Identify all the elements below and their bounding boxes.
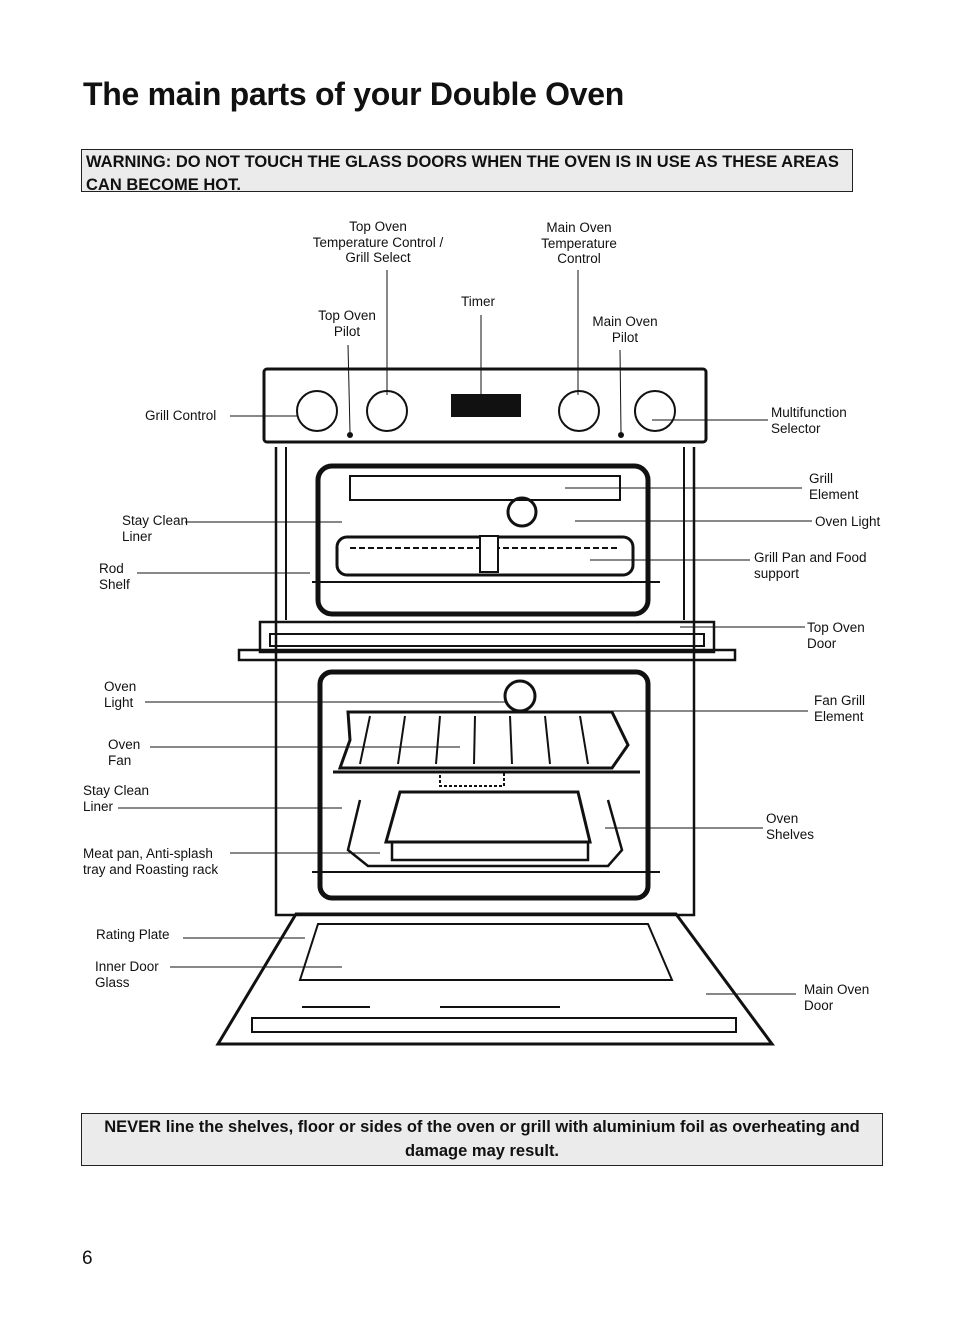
label-grill-control: Grill Control	[145, 408, 217, 423]
note-lead: NEVER	[104, 1118, 162, 1136]
meat-pan	[384, 790, 592, 844]
label-grill-element: Grill Element	[809, 471, 859, 502]
label-top-oven-door: Top Oven Door	[807, 620, 865, 651]
page-title: The main parts of your Double Oven	[83, 76, 624, 112]
label-top-oven-temp-control: Top Oven Temperature Control / Grill Sel…	[312, 219, 444, 265]
label-main-oven-temp-control: Main Oven Temperature Control	[541, 220, 617, 266]
main-oven-light	[503, 679, 537, 713]
main-oven-temp-knob	[558, 390, 600, 432]
timer-display	[451, 394, 521, 417]
warning-box: WARNING: DO NOT TOUCH THE GLASS DOORS WH…	[81, 149, 853, 194]
label-main-oven-door: Main Oven Door	[804, 982, 870, 1013]
label-grill-pan: Grill Pan and Food support	[754, 550, 867, 581]
label-oven-light-top: Oven Light	[815, 514, 881, 529]
oven-shelf-upper	[337, 710, 630, 770]
oven-shelf-lower	[346, 799, 624, 868]
top-oven-light	[506, 496, 538, 528]
label-meat-pan: Meat pan, Anti-splash tray and Roasting …	[83, 846, 219, 877]
label-stay-clean-liner-top: Stay Clean Liner	[122, 513, 189, 544]
label-fan-grill-element: Fan Grill Element	[814, 693, 866, 724]
label-rod-shelf: Rod Shelf	[99, 561, 130, 592]
multifunction-knob	[634, 390, 676, 432]
label-oven-fan: Oven Fan	[108, 737, 141, 768]
main-oven-door	[215, 912, 775, 1046]
foil-caution-box: NEVER line the shelves, floor or sides o…	[81, 1113, 883, 1166]
top-oven-temp-knob	[366, 390, 408, 432]
note-text: line the shelves, floor or sides of the …	[161, 1118, 860, 1160]
page-number: 6	[82, 1248, 93, 1269]
cabinet-outline	[274, 447, 696, 917]
label-oven-light-main: Oven Light	[104, 679, 137, 710]
label-timer: Timer	[461, 294, 495, 309]
top-oven-door	[258, 620, 716, 654]
top-oven-pilot-light	[347, 432, 353, 438]
label-oven-shelves: Oven Shelves	[766, 811, 815, 842]
main-oven-pilot-light	[618, 432, 624, 438]
label-main-oven-pilot: Main Oven Pilot	[592, 314, 658, 345]
label-top-oven-pilot: Top Oven Pilot	[318, 308, 376, 339]
label-rating-plate: Rating Plate	[96, 927, 170, 942]
top-oven-cavity	[315, 463, 651, 617]
label-inner-door-glass: Inner Door Glass	[95, 959, 159, 990]
label-multifunction-selector: Multifunction Selector	[771, 405, 847, 436]
control-panel	[262, 367, 708, 444]
label-stay-clean-liner-main: Stay Clean Liner	[83, 783, 150, 814]
grill-control-knob	[296, 390, 338, 432]
main-oven-cavity	[317, 669, 651, 901]
